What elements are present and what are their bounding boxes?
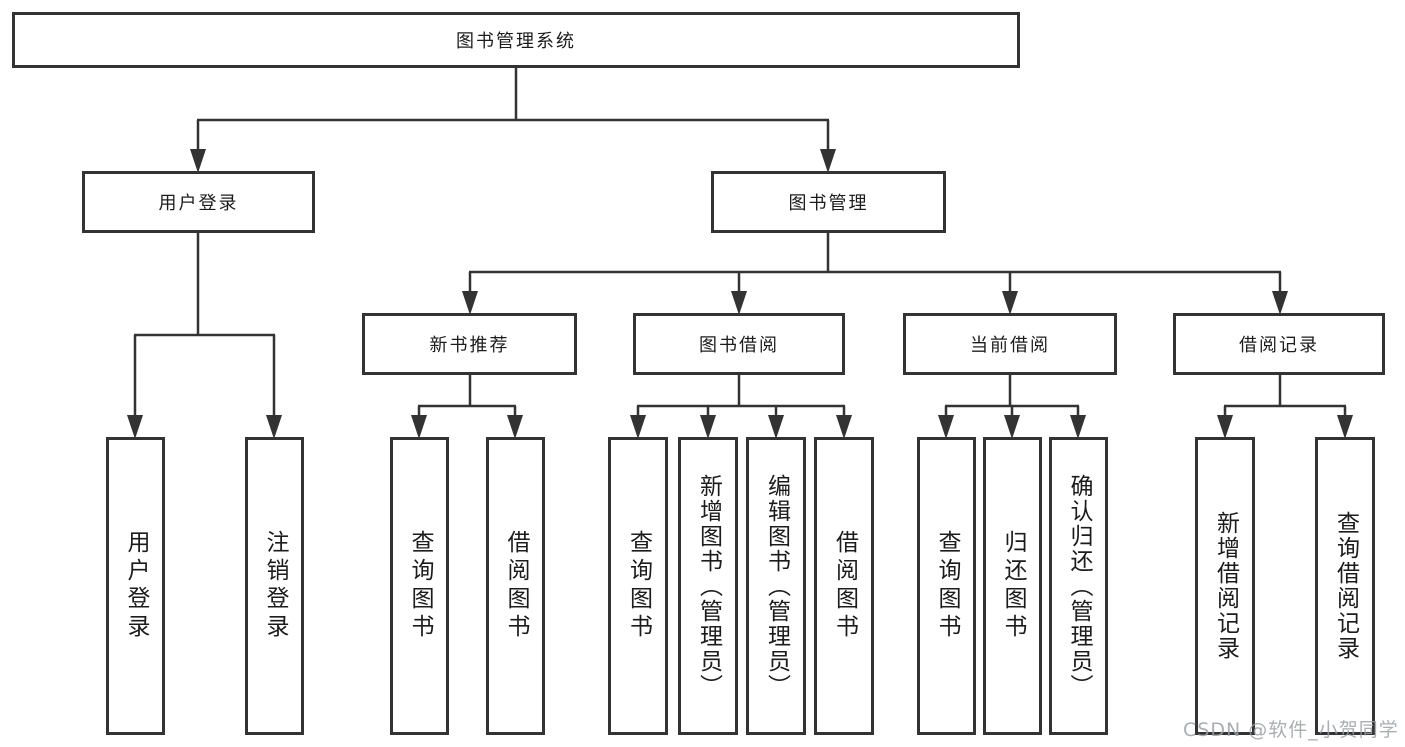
arrowhead-icons (127, 149, 1353, 439)
leaf-recommend-query-books: 查询图书 (390, 437, 449, 735)
arrow-down-icon (190, 149, 206, 173)
leaf-label: 新增借阅记录 (1212, 511, 1239, 661)
leaf-recommend-borrow-books: 借阅图书 (486, 437, 545, 735)
node-book-management: 图书管理 (711, 171, 946, 233)
arrow-down-icon (630, 415, 646, 439)
arrow-down-icon (1217, 415, 1233, 439)
arrow-down-icon (820, 149, 836, 173)
leaf-label: 注销登录 (262, 530, 288, 642)
leaf-label: 借阅图书 (503, 530, 529, 642)
node-user-login: 用户登录 (82, 171, 315, 233)
leaf-user-login: 用户登录 (106, 437, 165, 735)
leaf-label: 查询图书 (934, 530, 960, 642)
leaf-borrow-edit-books-admin: 编辑图书（管理员） (746, 437, 806, 735)
leaf-label: 确认归还（管理员） (1066, 473, 1092, 699)
node-new-book-recommend: 新书推荐 (362, 313, 577, 375)
leaf-record-query-borrow-record: 查询借阅记录 (1315, 437, 1375, 735)
leaf-label: 查询图书 (625, 530, 652, 642)
leaf-label: 借阅图书 (831, 530, 858, 642)
node-label: 图书借阅 (699, 335, 779, 356)
arrow-down-icon (1070, 415, 1086, 439)
arrow-down-icon (462, 291, 478, 315)
arrow-down-icon (266, 415, 282, 439)
leaf-label: 新增图书（管理员） (695, 473, 722, 699)
node-root-library-system: 图书管理系统 (12, 12, 1020, 68)
arrow-down-icon (1004, 415, 1020, 439)
leaf-label: 查询借阅记录 (1332, 511, 1359, 661)
arrow-down-icon (1272, 291, 1288, 315)
leaf-borrow-add-books-admin: 新增图书（管理员） (678, 437, 738, 735)
arrow-down-icon (507, 415, 523, 439)
node-label: 用户登录 (158, 193, 239, 214)
leaf-current-return-books: 归还图书 (983, 437, 1042, 735)
leaf-borrow-query-books: 查询图书 (608, 437, 668, 735)
csdn-watermark: CSDN @软件_小贺同学 (1183, 719, 1399, 741)
leaf-label: 归还图书 (1000, 530, 1026, 642)
arrow-down-icon (411, 415, 427, 439)
arrow-down-icon (768, 415, 784, 439)
node-label: 图书管理 (788, 193, 869, 214)
arrow-down-icon (938, 415, 954, 439)
node-label: 当前借阅 (970, 335, 1050, 356)
arrow-down-icon (127, 415, 143, 439)
leaf-record-add-borrow-record: 新增借阅记录 (1195, 437, 1255, 735)
node-book-borrow: 图书借阅 (633, 313, 845, 375)
node-label: 新书推荐 (429, 335, 510, 356)
leaf-current-confirm-return-admin: 确认归还（管理员） (1049, 437, 1108, 735)
leaf-label: 查询图书 (407, 530, 433, 642)
leaf-logout: 注销登录 (245, 437, 304, 735)
arrow-down-icon (1337, 415, 1353, 439)
arrow-down-icon (1002, 291, 1018, 315)
arrow-down-icon (836, 415, 852, 439)
arrow-down-icon (700, 415, 716, 439)
leaf-borrow-borrow-books: 借阅图书 (814, 437, 874, 735)
leaf-label: 编辑图书（管理员） (763, 473, 790, 699)
leaf-current-query-books: 查询图书 (917, 437, 976, 735)
leaf-label: 用户登录 (123, 530, 149, 642)
node-label: 图书管理系统 (456, 31, 576, 52)
node-label: 借阅记录 (1239, 335, 1319, 356)
node-borrow-record: 借阅记录 (1173, 313, 1385, 375)
node-current-borrow: 当前借阅 (903, 313, 1117, 375)
arrow-down-icon (731, 291, 747, 315)
